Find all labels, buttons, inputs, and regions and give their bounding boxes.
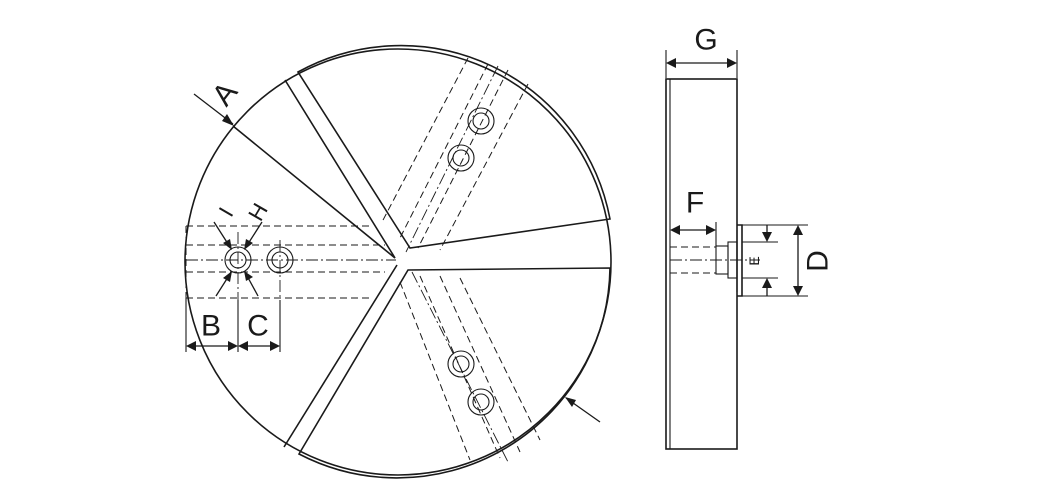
- side-spigot: [737, 224, 743, 297]
- label-b: B: [201, 310, 221, 343]
- dimension-c: C: [238, 300, 281, 352]
- label-d: D: [802, 250, 835, 272]
- label-h: H: [243, 199, 273, 225]
- side-body: [665, 78, 738, 450]
- dimension-h-i: I H: [213, 199, 273, 297]
- side-bore: [670, 241, 760, 279]
- left-bolt-hole-1: [224, 232, 252, 300]
- label-a: A: [206, 76, 244, 112]
- dimension-f: F: [670, 187, 717, 246]
- bottom-bolt-hole-2: [467, 388, 495, 416]
- chuck-outline: [184, 48, 612, 476]
- top-jaw-slot: [381, 57, 529, 253]
- jaw-bottom-right: [297, 267, 611, 479]
- dimension-b: B: [185, 298, 239, 352]
- front-view: A B C I H: [184, 44, 612, 479]
- top-bolt-hole-2: [447, 144, 475, 172]
- jaw-left-upper-edge: [232, 79, 396, 259]
- dimension-e: E: [742, 225, 778, 296]
- left-bolt-hole-2: [266, 240, 294, 300]
- jaw-left-lower-edge: [283, 264, 398, 448]
- dimension-d: D: [742, 224, 835, 297]
- dimension-a: A: [193, 76, 601, 423]
- label-g: G: [694, 24, 717, 57]
- label-f: F: [686, 187, 704, 220]
- jaw-top-right: [296, 44, 611, 249]
- left-jaw-slot: [185, 225, 396, 299]
- side-view: G F E D: [665, 24, 835, 450]
- dimension-g: G: [665, 24, 738, 78]
- label-c: C: [247, 310, 269, 343]
- top-bolt-hole-1: [467, 107, 495, 135]
- label-e: E: [746, 256, 762, 265]
- label-i: I: [214, 203, 239, 221]
- bottom-jaw-slot: [399, 271, 541, 463]
- bottom-bolt-hole-1: [447, 350, 475, 378]
